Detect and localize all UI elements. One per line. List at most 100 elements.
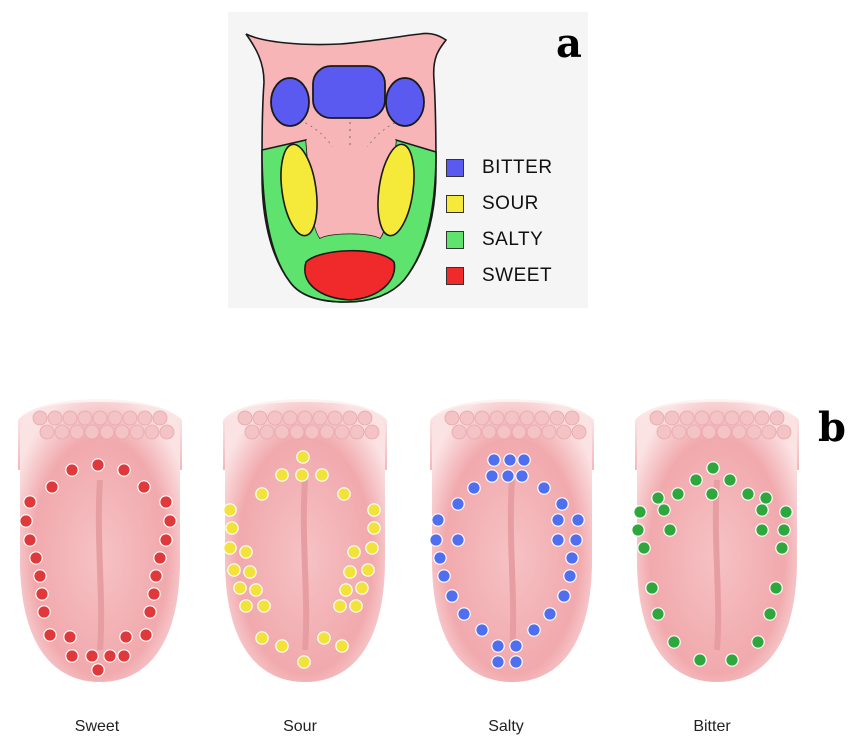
receptor-dot — [432, 514, 444, 526]
papilla — [48, 411, 62, 425]
receptor-dot — [652, 608, 664, 620]
papilla — [100, 425, 114, 439]
receptor-dot — [336, 640, 348, 652]
receptor-dot — [452, 498, 464, 510]
receptor-dot — [138, 481, 150, 493]
receptor-dot — [276, 469, 288, 481]
papilla — [305, 425, 319, 439]
papilla — [527, 425, 541, 439]
receptor-dot — [770, 582, 782, 594]
receptor-dot — [340, 584, 352, 596]
papilla — [123, 411, 137, 425]
receptor-dot — [144, 606, 156, 618]
receptor-dot — [334, 600, 346, 612]
receptor-dot — [516, 470, 528, 482]
receptor-dot — [552, 534, 564, 546]
receptor-dot — [658, 504, 670, 516]
receptor-dot — [706, 488, 718, 500]
papilla — [350, 425, 364, 439]
receptor-dot — [510, 656, 522, 668]
receptor-dot — [356, 582, 368, 594]
receptor-dot — [276, 640, 288, 652]
tongue-salty — [430, 399, 594, 682]
papilla — [245, 425, 259, 439]
receptor-dot — [652, 492, 664, 504]
papilla — [732, 425, 746, 439]
papilla — [672, 425, 686, 439]
median-groove — [511, 480, 513, 650]
papilla — [740, 411, 754, 425]
papilla — [755, 411, 769, 425]
papilla — [313, 411, 327, 425]
receptor-dot — [92, 459, 104, 471]
papilla — [298, 411, 312, 425]
receptor-dot — [468, 482, 480, 494]
receptor-dot — [148, 588, 160, 600]
papilla — [328, 411, 342, 425]
papilla — [497, 425, 511, 439]
receptor-dot — [24, 534, 36, 546]
receptor-dot — [86, 650, 98, 662]
receptor-dot — [632, 524, 644, 536]
papilla — [535, 411, 549, 425]
receptor-dot — [672, 488, 684, 500]
papilla — [710, 411, 724, 425]
receptor-dot — [244, 566, 256, 578]
receptor-dot — [34, 570, 46, 582]
papilla — [717, 425, 731, 439]
papilla — [63, 411, 77, 425]
median-groove — [716, 480, 718, 650]
tongue-caption-bitter: Bitter — [632, 718, 792, 736]
receptor-dot — [366, 542, 378, 554]
papilla — [512, 425, 526, 439]
receptor-dot — [726, 654, 738, 666]
papilla — [657, 425, 671, 439]
papilla — [460, 411, 474, 425]
tongue-bitter — [632, 399, 799, 682]
receptor-dot — [298, 656, 310, 668]
receptor-dot — [518, 454, 530, 466]
receptor-dot — [646, 582, 658, 594]
receptor-dot — [36, 588, 48, 600]
receptor-dot — [492, 640, 504, 652]
receptor-dot — [338, 488, 350, 500]
papilla — [70, 425, 84, 439]
papilla — [335, 425, 349, 439]
tongue-caption-sweet: Sweet — [17, 718, 177, 736]
receptor-dot — [258, 600, 270, 612]
papilla — [542, 425, 556, 439]
papilla — [138, 411, 152, 425]
receptor-dot — [502, 470, 514, 482]
papilla — [702, 425, 716, 439]
papilla — [505, 411, 519, 425]
receptor-dot — [664, 524, 676, 536]
receptor-dot — [492, 656, 504, 668]
receptor-dot — [318, 632, 330, 644]
receptor-dot — [350, 600, 362, 612]
papilla — [445, 411, 459, 425]
receptor-dot — [240, 546, 252, 558]
receptor-dot — [140, 629, 152, 641]
receptor-dot — [760, 492, 772, 504]
receptor-dot — [724, 474, 736, 486]
papilla — [238, 411, 252, 425]
receptor-dot — [256, 632, 268, 644]
papilla — [145, 425, 159, 439]
papilla — [747, 425, 761, 439]
receptor-dot — [638, 542, 650, 554]
receptor-dot — [486, 470, 498, 482]
receptor-dot — [434, 552, 446, 564]
receptor-dot — [256, 488, 268, 500]
receptor-dot — [544, 608, 556, 620]
papilla — [482, 425, 496, 439]
receptor-dot — [104, 650, 116, 662]
receptor-dot — [570, 534, 582, 546]
papilla — [572, 425, 586, 439]
median-groove — [99, 480, 101, 650]
papilla — [665, 411, 679, 425]
receptor-dot — [224, 504, 236, 516]
receptor-dot — [528, 624, 540, 636]
receptor-dot — [707, 462, 719, 474]
papilla — [695, 411, 709, 425]
receptor-dot — [234, 582, 246, 594]
